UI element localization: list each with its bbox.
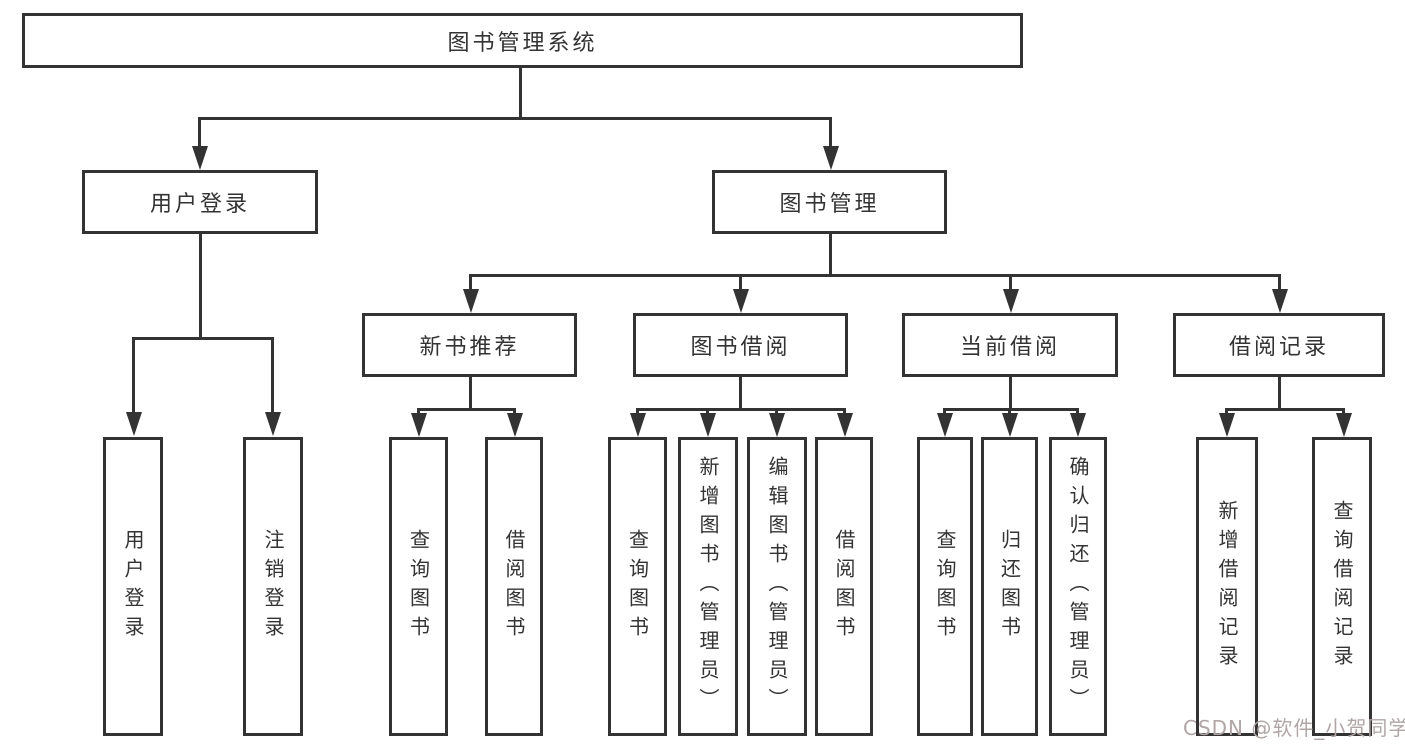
node-bb-borrow-book: 借阅图书 [815,437,873,736]
arrow-to-current-borrow [1002,274,1019,313]
node-user-login: 用户登录 [82,170,318,234]
node-rec-borrow-book-label: 借阅图书 [502,528,526,645]
node-bb-add-book: 新增图书（管理员） [678,437,738,736]
node-br-add-record-label: 新增借阅记录 [1215,499,1239,674]
arrow-to-cb-query-book [936,408,953,437]
arrow-to-book-borrow [732,274,749,313]
node-cb-query-book-label: 查询图书 [933,528,957,645]
connector-new-book-rec-stem [469,377,472,410]
connector-user-login-stem [199,233,202,339]
connector-book-borrow-branch [636,408,846,411]
connector-book-borrow-stem [739,377,742,410]
connector-user-login-branch [132,337,274,340]
node-br-query-record-label: 查询借阅记录 [1330,499,1354,674]
node-root: 图书管理系统 [22,13,1023,68]
arrow-to-bb-edit-book [768,408,785,437]
arrow-to-book-mgmt [822,117,839,170]
node-bb-add-book-label: 新增图书（管理员） [696,456,720,717]
node-cb-query-book: 查询图书 [917,437,973,736]
arrow-to-cb-confirm-return [1069,408,1086,437]
arrow-to-bb-borrow-book [836,408,853,437]
arrow-to-rec-borrow-book [506,408,523,437]
node-bb-query-book-label: 查询图书 [625,528,650,645]
node-borrow-record: 借阅记录 [1173,313,1385,377]
connector-root-branch [198,117,832,120]
watermark: CSDN @软件_小贺同学 [1183,716,1405,740]
node-book-mgmt: 图书管理 [712,170,947,234]
connector-borrow-record-branch [1225,408,1345,411]
arrow-to-bb-query-book [629,408,646,437]
connector-book-mgmt-stem [829,233,832,276]
arrow-to-br-query-record [1335,408,1352,437]
arrow-to-bb-add-book [699,408,716,437]
node-rec-query-book: 查询图书 [389,437,448,736]
node-br-query-record: 查询借阅记录 [1312,437,1372,736]
node-bb-edit-book: 编辑图书（管理员） [747,437,807,736]
node-logout-leaf: 注销登录 [243,437,303,736]
connector-current-borrow-branch [943,408,1079,411]
arrow-to-br-add-record [1218,408,1235,437]
arrow-to-cb-return-book [1001,408,1018,437]
node-rec-borrow-book: 借阅图书 [485,437,543,736]
arrow-to-logout-leaf [264,337,281,436]
node-book-borrow: 图书借阅 [633,313,848,377]
node-cb-return-book: 归还图书 [981,437,1038,736]
node-bb-edit-book-label: 编辑图书（管理员） [765,456,789,717]
node-cb-confirm-return-label: 确认归还（管理员） [1066,456,1090,717]
connector-borrow-record-stem [1278,377,1281,410]
node-bb-borrow-book-label: 借阅图书 [832,528,856,645]
arrow-to-user-login-leaf [125,337,142,436]
node-current-borrow: 当前借阅 [902,313,1118,377]
node-user-login-leaf: 用户登录 [103,437,163,736]
arrow-to-rec-query-book [410,408,427,437]
node-rec-query-book-label: 查询图书 [406,528,431,645]
node-new-book-rec: 新书推荐 [362,313,577,377]
arrow-to-user-login [191,117,208,170]
arrow-to-borrow-record [1271,274,1288,313]
connector-new-book-rec-branch [417,408,516,411]
node-cb-confirm-return: 确认归还（管理员） [1049,437,1107,736]
connector-book-mgmt-branch [469,274,1281,277]
node-bb-query-book: 查询图书 [608,437,667,736]
node-cb-return-book-label: 归还图书 [997,528,1022,645]
arrow-to-new-book-rec [462,274,479,313]
connector-root-stem [519,68,522,118]
node-user-login-leaf-label: 用户登录 [121,528,145,645]
node-br-add-record: 新增借阅记录 [1196,437,1258,736]
node-logout-leaf-label: 注销登录 [261,528,285,645]
connector-current-borrow-stem [1009,377,1012,410]
